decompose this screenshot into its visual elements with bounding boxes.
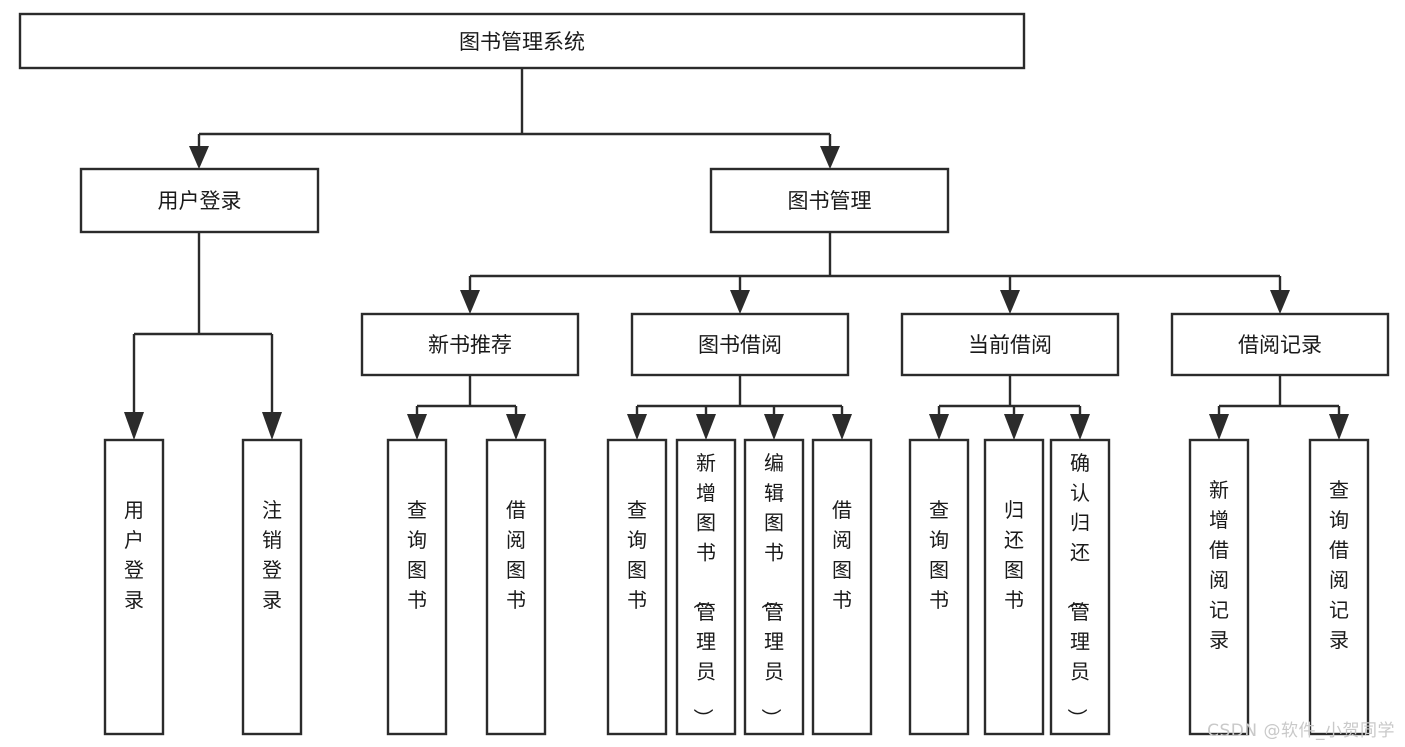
arrowhead-borrow-record [1270, 290, 1290, 314]
node-borrow-record-box[interactable] [1170, 312, 1390, 377]
leaf-node-logout[interactable]: 注销登录 [241, 438, 303, 736]
leaf-node-query-book-current-box[interactable] [908, 438, 970, 736]
leaf-node-query-borrow-record-label: 查询借阅记录 [1329, 478, 1349, 652]
leaf-node-edit-book-admin-box[interactable] [743, 438, 805, 736]
node-user-login-box[interactable] [79, 167, 320, 234]
arrowhead-book-borrow [730, 290, 750, 314]
leaf-node-add-book-admin-box[interactable] [675, 438, 737, 736]
node-borrow-record[interactable]: 借阅记录 [1170, 312, 1390, 377]
connector-group-userlogin-to-leaves [124, 232, 282, 440]
arrowhead-leaf-borrow-book-2 [832, 414, 852, 440]
node-root-system-label: 图书管理系统 [459, 30, 585, 54]
leaf-node-user-login-box[interactable] [103, 438, 165, 736]
arrowhead-leaf-confirm-return [1070, 414, 1090, 440]
leaf-node-borrow-book-newbooks-box[interactable] [485, 438, 547, 736]
leaf-node-confirm-return-admin-label: 确认归还（管理员） [1065, 451, 1090, 728]
node-book-borrow[interactable]: 图书借阅 [630, 312, 850, 377]
leaf-node-query-book-newbooks-box[interactable] [386, 438, 448, 736]
node-current-borrow[interactable]: 当前借阅 [900, 312, 1120, 377]
leaf-node-add-borrow-record[interactable]: 新增借阅记录 [1188, 438, 1250, 736]
arrowhead-leaf-logout [262, 412, 282, 440]
leaf-node-return-book-box[interactable] [983, 438, 1045, 736]
node-user-login[interactable]: 用户登录 [79, 167, 320, 234]
leaf-node-borrow-book-borrow-label: 借阅图书 [832, 498, 852, 612]
arrowhead-new-books [460, 290, 480, 314]
connector-group-bookmgmt-to-level3 [460, 232, 1290, 314]
leaf-node-logout-box[interactable] [241, 438, 303, 736]
node-book-management-label: 图书管理 [788, 189, 872, 213]
leaf-node-user-login-label: 用户登录 [124, 498, 144, 612]
connector-group-bookborrow-to-leaves [627, 375, 852, 440]
leaf-node-query-borrow-record[interactable]: 查询借阅记录 [1308, 438, 1370, 736]
connector-group-borrowrecord-to-leaves [1209, 375, 1349, 440]
leaf-node-add-book-admin[interactable]: 新增图书（管理员） [675, 438, 737, 736]
arrowhead-leaf-query-book-1 [407, 414, 427, 440]
arrowhead-leaf-edit-book [764, 414, 784, 440]
arrowhead-leaf-add-record [1209, 414, 1229, 440]
arrowhead-leaf-borrow-book-1 [506, 414, 526, 440]
leaf-node-borrow-book-borrow[interactable]: 借阅图书 [811, 438, 873, 736]
leaf-node-query-borrow-record-box[interactable] [1308, 438, 1370, 736]
csdn-watermark: CSDN @软件_小贺同学 [1207, 721, 1395, 741]
arrowhead-leaf-user-login [124, 412, 144, 440]
leaf-node-edit-book-admin-label: 编辑图书（管理员） [759, 451, 784, 728]
leaf-node-query-book-current[interactable]: 查询图书 [908, 438, 970, 736]
arrowhead-leaf-query-record [1329, 414, 1349, 440]
node-root-system[interactable]: 图书管理系统 [18, 12, 1026, 70]
leaf-node-query-book-borrow-label: 查询图书 [627, 498, 647, 612]
leaf-node-return-book-label: 归还图书 [1004, 498, 1024, 612]
leaf-node-borrow-book-newbooks[interactable]: 借阅图书 [485, 438, 547, 736]
arrowhead-leaf-add-book [696, 414, 716, 440]
node-new-book-recommend[interactable]: 新书推荐 [360, 312, 580, 377]
leaf-node-add-borrow-record-label: 新增借阅记录 [1209, 478, 1229, 652]
connector-group-newbooks-to-leaves [407, 375, 526, 440]
arrowhead-leaf-query-book-2 [627, 414, 647, 440]
leaf-node-query-book-borrow[interactable]: 查询图书 [606, 438, 668, 736]
node-book-borrow-label: 图书借阅 [698, 333, 782, 357]
connector-group-currentborrow-to-leaves [929, 375, 1090, 440]
node-user-login-label: 用户登录 [158, 189, 242, 213]
node-new-book-recommend-label: 新书推荐 [428, 333, 512, 357]
node-borrow-record-label: 借阅记录 [1238, 333, 1322, 357]
leaf-node-add-book-admin-label: 新增图书（管理员） [691, 451, 716, 728]
arrowhead-leaf-query-book-3 [929, 414, 949, 440]
node-current-borrow-box[interactable] [900, 312, 1120, 377]
node-current-borrow-label: 当前借阅 [968, 333, 1052, 357]
leaf-node-add-borrow-record-box[interactable] [1188, 438, 1250, 736]
leaf-node-confirm-return-admin[interactable]: 确认归还（管理员） [1049, 438, 1111, 736]
leaf-node-user-login[interactable]: 用户登录 [103, 438, 165, 736]
leaf-node-logout-label: 注销登录 [262, 498, 282, 612]
node-book-management[interactable]: 图书管理 [709, 167, 950, 234]
node-root-system-box[interactable] [18, 12, 1026, 70]
arrowhead-leaf-return-book [1004, 414, 1024, 440]
leaf-node-edit-book-admin[interactable]: 编辑图书（管理员） [743, 438, 805, 736]
arrowhead-book-mgmt [820, 146, 840, 169]
node-new-book-recommend-box[interactable] [360, 312, 580, 377]
leaf-node-borrow-book-newbooks-label: 借阅图书 [506, 498, 526, 612]
leaf-node-query-book-newbooks-label: 查询图书 [407, 498, 427, 612]
arrowhead-user-login [189, 146, 209, 169]
leaf-node-query-book-borrow-box[interactable] [606, 438, 668, 736]
leaf-node-return-book[interactable]: 归还图书 [983, 438, 1045, 736]
node-book-borrow-box[interactable] [630, 312, 850, 377]
arrowhead-current-borrow [1000, 290, 1020, 314]
leaf-node-borrow-book-borrow-box[interactable] [811, 438, 873, 736]
leaf-node-query-book-newbooks[interactable]: 查询图书 [386, 438, 448, 736]
node-book-management-box[interactable] [709, 167, 950, 234]
leaf-node-query-book-current-label: 查询图书 [929, 498, 949, 612]
connector-group-root-to-level2 [189, 68, 840, 169]
leaf-node-confirm-return-admin-box[interactable] [1049, 438, 1111, 736]
